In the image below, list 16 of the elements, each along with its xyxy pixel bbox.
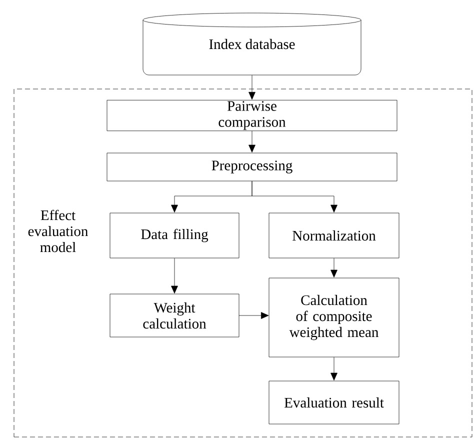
arrow <box>171 258 178 294</box>
arrow <box>238 312 269 319</box>
arrow <box>248 130 256 152</box>
process-box: Calculation of composite weighted mean <box>268 278 400 358</box>
database-cylinder: Index database <box>142 12 362 76</box>
process-box: Evaluation result <box>268 380 400 424</box>
process-box: Weight calculation <box>110 294 240 338</box>
arrow <box>330 258 338 278</box>
arrow <box>248 75 256 100</box>
process-box: Preprocessing <box>106 152 398 182</box>
arrow <box>252 181 338 212</box>
arrow <box>330 357 338 380</box>
process-box: Data filling <box>110 212 240 258</box>
process-box: Normalization <box>268 212 400 258</box>
node-label: Index database <box>209 38 295 50</box>
process-box: Pairwise comparison <box>106 100 398 132</box>
